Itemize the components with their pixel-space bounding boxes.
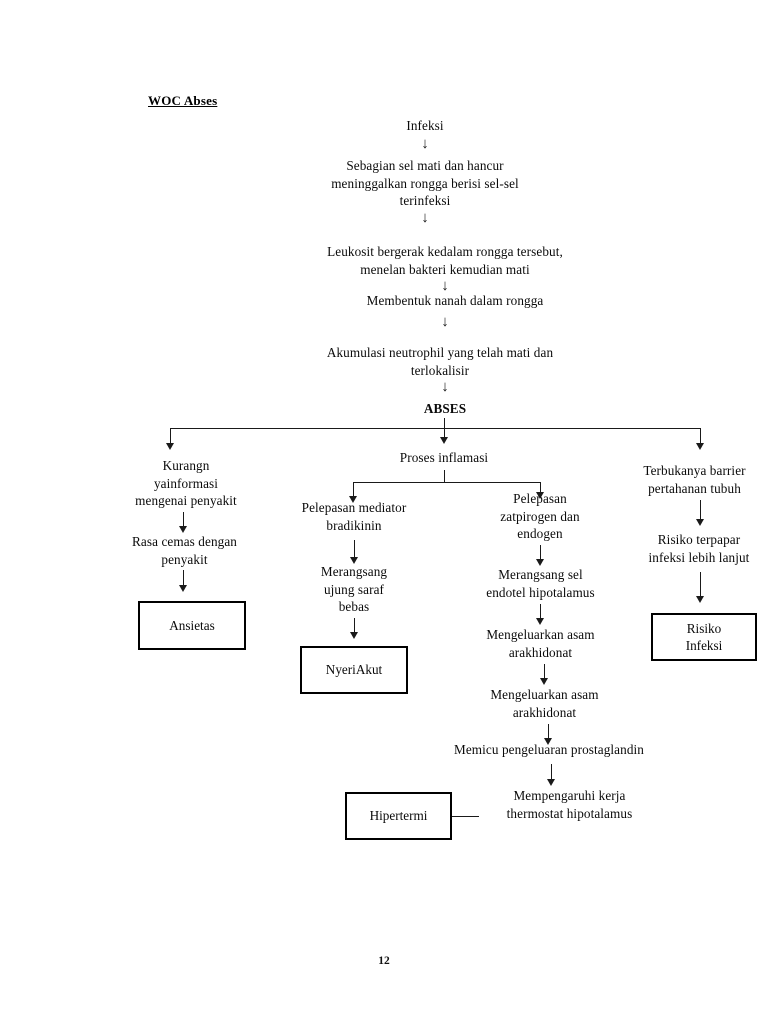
connector-asam2-to-prostaglandin — [548, 724, 549, 740]
connector-prostaglandin-to-thermostat — [551, 764, 552, 781]
arrow-down-icon — [178, 585, 187, 592]
connector-barrier-to-risiko-terpapar — [700, 500, 701, 521]
arrow-down-icon: ↓ — [441, 379, 449, 395]
arrow-down-icon — [535, 492, 544, 499]
arrow-down-icon — [695, 596, 704, 603]
node-merangsang-endotel: Merangsang sel endotel hipotalamus — [486, 567, 595, 600]
connector-abses-right — [700, 428, 701, 445]
node-membentuk-nanah: Membentuk nanah dalam rongga — [366, 293, 544, 308]
node-prostaglandin: Memicu pengeluaran prostaglandin — [454, 742, 644, 757]
connector-mediator-to-merangsang — [354, 540, 355, 559]
connector-zatpirogen-to-endotel — [540, 545, 541, 561]
arrow-down-icon: ↓ — [441, 314, 449, 330]
connector-inflamasi-right — [540, 482, 541, 494]
connector-abses-stem — [444, 418, 445, 428]
arrow-down-icon — [348, 496, 357, 503]
arrow-down-icon — [695, 519, 704, 526]
box-ansietas: Ansietas — [138, 601, 246, 650]
node-infeksi: Infeksi — [406, 118, 444, 133]
node-asam-arakhidonat-1: Mengeluarkan asam arakhidonat — [486, 627, 595, 660]
node-pelepasan-mediator: Pelepasan mediator bradikinin — [301, 500, 407, 533]
arrow-down-icon — [695, 443, 704, 450]
connector-inflamasi-stem — [444, 470, 445, 482]
connector-terpapar-to-risiko-infeksi — [700, 572, 701, 598]
box-nyeri-akut: NyeriAkut — [300, 646, 408, 694]
node-leukosit-bergerak: Leukosit bergerak kedalam rongga tersebu… — [327, 244, 563, 277]
node-thermostat-hipotalamus: Mempengaruhi kerja thermostat hipotalamu… — [506, 788, 633, 821]
arrow-down-icon — [546, 779, 555, 786]
node-terbukanya-barrier: Terbukanya barrier pertahanan tubuh — [643, 463, 746, 496]
arrow-down-icon — [349, 632, 358, 639]
arrow-down-icon — [535, 618, 544, 625]
node-asam-arakhidonat-2: Mengeluarkan asam arakhidonat — [490, 687, 599, 720]
arrow-down-icon: ↓ — [421, 136, 429, 152]
node-merangsang-ujung-saraf: Merangsang ujung saraf bebas — [320, 564, 388, 614]
arrow-down-icon — [543, 738, 552, 745]
connector-merangsang-to-nyeri — [354, 618, 355, 634]
arrow-down-icon — [178, 526, 187, 533]
connector-endotel-to-asam1 — [540, 604, 541, 620]
connector-abses-middle — [444, 428, 445, 439]
page-title: WOC Abses — [148, 93, 218, 108]
arrow-down-icon — [349, 557, 358, 564]
connector-abses-bus — [170, 428, 700, 429]
node-abses: ABSES — [423, 401, 467, 416]
node-risiko-terpapar: Risiko terpapar infeksi lebih lanjut — [648, 532, 750, 565]
box-hipertermi: Hipertermi — [345, 792, 452, 840]
node-akumulasi-neutrophil: Akumulasi neutrophil yang telah mati dan… — [326, 345, 554, 378]
connector-asam1-to-asam2 — [544, 664, 545, 680]
arrow-down-icon — [535, 559, 544, 566]
node-kurang-informasi: Kurangn yainformasi mengenai penyakit — [135, 458, 237, 508]
arrow-down-icon: ↓ — [441, 278, 449, 294]
arrow-down-icon: ↓ — [421, 210, 429, 226]
connector-inflamasi-left — [353, 482, 354, 498]
arrow-down-icon — [439, 437, 448, 444]
node-proses-inflamasi: Proses inflamasi — [399, 450, 489, 465]
connector-kurang-to-cemas — [183, 512, 184, 528]
connector-cemas-to-ansietas — [183, 570, 184, 587]
node-rasa-cemas: Rasa cemas dengan penyakit — [132, 534, 237, 567]
arrow-down-icon — [539, 678, 548, 685]
node-sebagian-sel-mati: Sebagian sel mati dan hancur meninggalka… — [331, 158, 519, 208]
connector-inflamasi-bus — [353, 482, 541, 483]
box-risiko-infeksi: Risiko Infeksi — [651, 613, 757, 661]
page-number: 12 — [378, 955, 390, 967]
arrow-down-icon — [165, 443, 174, 450]
node-pelepasan-zatpirogen: Pelepasan zatpirogen dan endogen — [500, 491, 580, 541]
connector-abses-left — [170, 428, 171, 445]
